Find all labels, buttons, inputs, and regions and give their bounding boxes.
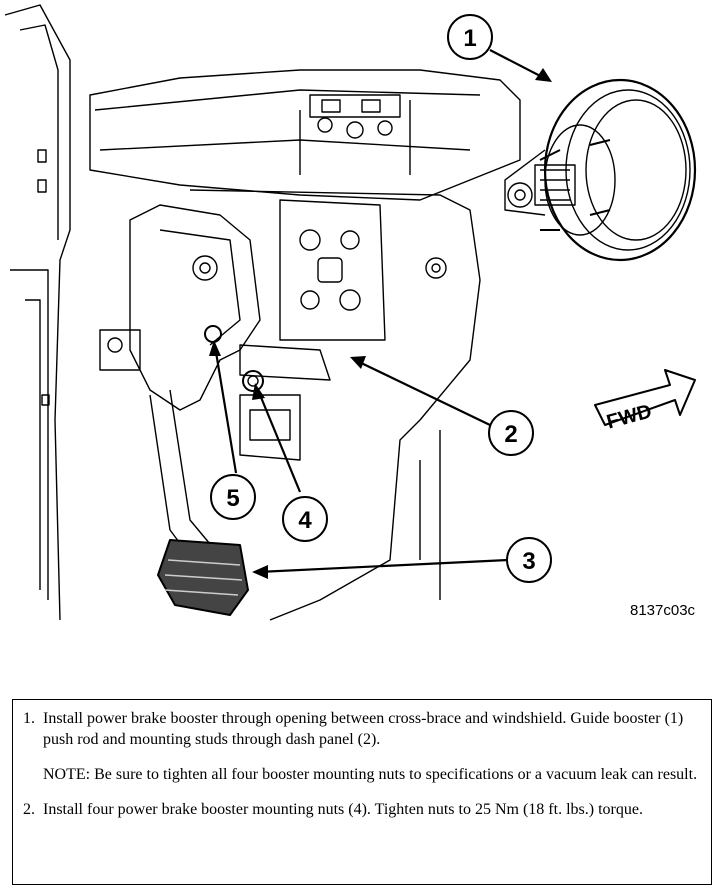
brake-booster <box>504 78 697 262</box>
step-text: Install four power brake booster mountin… <box>43 801 643 818</box>
figure-id-label: 8137c03c <box>630 602 696 619</box>
step-text: Install power brake booster through open… <box>43 710 684 748</box>
leader-lines <box>213 49 549 574</box>
callout-3: 3 <box>506 537 552 583</box>
instruction-step-1: 1. Install power brake booster through o… <box>23 708 701 750</box>
svg-text:5: 5 <box>226 485 239 512</box>
brake-booster-diagram: FWD 1 2 3 4 5 <box>4 4 697 621</box>
svg-text:1: 1 <box>463 25 476 52</box>
instruction-step-2: 2. Install four power brake booster moun… <box>23 799 701 820</box>
cowl-cross-brace <box>89 69 521 201</box>
svg-text:4: 4 <box>298 507 312 534</box>
step-number: 2. <box>23 801 35 818</box>
callout-4: 4 <box>282 496 328 542</box>
fwd-label: FWD <box>604 401 654 434</box>
brake-pedal-pad <box>157 539 249 616</box>
callout-2: 2 <box>488 410 534 456</box>
svg-text:2: 2 <box>504 421 517 448</box>
step-number: 1. <box>23 710 35 727</box>
fwd-arrow: FWD <box>594 369 696 434</box>
instruction-box: 1. Install power brake booster through o… <box>12 699 712 885</box>
dash-panel <box>189 189 481 621</box>
body-side-panel <box>4 4 71 621</box>
callout-5: 5 <box>210 474 256 520</box>
pedal-bracket <box>99 204 264 551</box>
svg-text:3: 3 <box>522 548 535 575</box>
note-text: NOTE: Be sure to tighten all four booste… <box>43 766 698 783</box>
callout-1: 1 <box>447 14 493 60</box>
leader-arrowheads <box>209 68 552 579</box>
